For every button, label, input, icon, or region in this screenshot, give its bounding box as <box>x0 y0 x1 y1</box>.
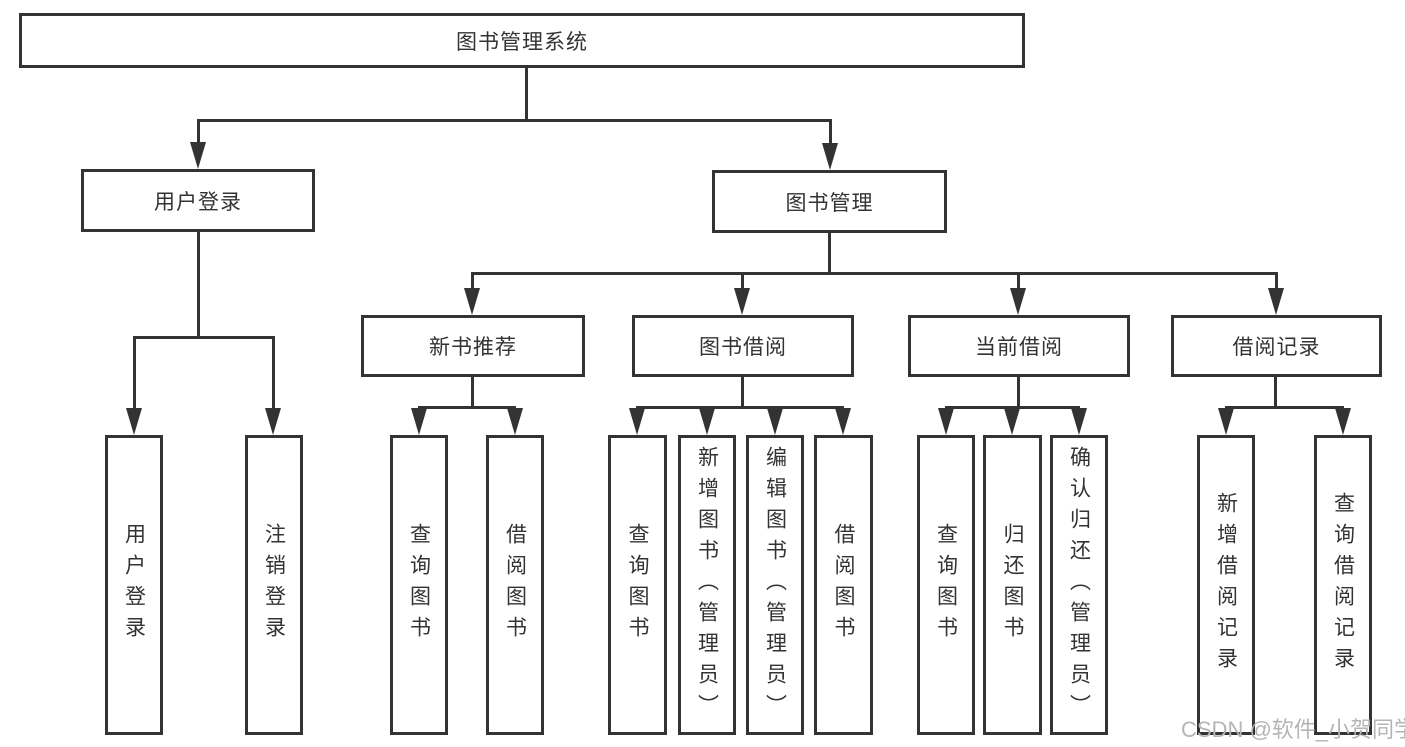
node-label: 图书管理系统 <box>456 30 588 54</box>
connector-arm <box>1017 272 1020 292</box>
arrow-down-icon <box>1010 288 1026 315</box>
node-label: 图书管理 <box>785 191 874 215</box>
arrow-down-icon <box>464 288 480 315</box>
leaf-query-books-borrowing: 查询图书 <box>608 435 667 735</box>
node-label: 查询图书 <box>407 523 431 647</box>
leaf-borrow-books: 借阅图书 <box>814 435 873 735</box>
connector-stem <box>525 68 528 121</box>
arrow-down-icon <box>822 143 838 170</box>
arrow-down-icon <box>734 288 750 315</box>
connector-arm <box>471 272 474 292</box>
arrow-down-icon <box>411 408 427 435</box>
leaf-add-books-admin: 新增图书（管理员） <box>678 435 736 735</box>
arrow-down-icon <box>265 408 281 435</box>
leaf-add-borrow-record: 新增借阅记录 <box>1197 435 1255 735</box>
arrow-down-icon <box>1071 408 1087 435</box>
node-label: 新书推荐 <box>429 336 517 359</box>
connector-rail <box>133 336 275 339</box>
node-label: 查询图书 <box>626 523 650 647</box>
node-label: 用户登录 <box>122 523 146 647</box>
node-new-book-recommendation: 新书推荐 <box>361 315 585 377</box>
arrow-down-icon <box>938 408 954 435</box>
node-label: 新增图书（管理员） <box>695 445 719 725</box>
leaf-logout: 注销登录 <box>245 435 303 735</box>
node-label: 注销登录 <box>262 523 286 647</box>
node-label: 当前借阅 <box>975 336 1063 359</box>
arrow-down-icon <box>699 408 715 435</box>
arrow-down-icon <box>835 408 851 435</box>
leaf-query-books-recommend: 查询图书 <box>390 435 448 735</box>
arrow-down-icon <box>1004 408 1020 435</box>
arrow-down-icon <box>507 408 523 435</box>
node-label: 确认归还（管理员） <box>1067 445 1091 725</box>
connector-arm <box>272 336 275 412</box>
connector-arm <box>197 119 200 147</box>
node-label: 查询图书 <box>934 523 958 647</box>
node-user-login: 用户登录 <box>81 169 315 232</box>
arrow-down-icon <box>1268 288 1284 315</box>
leaf-return-books: 归还图书 <box>983 435 1042 735</box>
connector-arm <box>829 119 832 147</box>
connector-rail <box>471 272 1278 275</box>
node-label: 归还图书 <box>1001 523 1025 647</box>
node-label: 借阅记录 <box>1232 336 1321 359</box>
node-label: 图书借阅 <box>699 336 787 359</box>
node-label: 用户登录 <box>154 190 242 214</box>
connector-stem <box>197 232 200 339</box>
leaf-borrow-books-recommend: 借阅图书 <box>486 435 544 735</box>
connector-stem <box>1274 377 1277 409</box>
node-book-borrowing: 图书借阅 <box>632 315 854 377</box>
node-label: 编辑图书（管理员） <box>763 445 787 725</box>
arrow-down-icon <box>126 408 142 435</box>
csdn-watermark: CSDN @软件_小贺同学 <box>1181 717 1405 742</box>
connector-stem <box>828 233 831 275</box>
arrow-down-icon <box>767 408 783 435</box>
arrow-down-icon <box>629 408 645 435</box>
node-label: 查询借阅记录 <box>1331 492 1355 678</box>
leaf-query-books-current: 查询图书 <box>917 435 975 735</box>
connector-rail <box>945 406 1080 409</box>
node-borrowing-records: 借阅记录 <box>1171 315 1382 377</box>
node-root-library-management-system: 图书管理系统 <box>19 13 1025 68</box>
leaf-user-login: 用户登录 <box>105 435 163 735</box>
connector-stem <box>471 377 474 409</box>
connector-rail <box>636 406 844 409</box>
leaf-confirm-return-admin: 确认归还（管理员） <box>1050 435 1108 735</box>
arrow-down-icon <box>1335 408 1351 435</box>
node-label: 借阅图书 <box>832 523 856 647</box>
connector-stem <box>1017 377 1020 409</box>
node-label: 借阅图书 <box>503 523 527 647</box>
node-book-management: 图书管理 <box>712 170 947 233</box>
arrow-down-icon <box>190 142 206 169</box>
connector-rail <box>418 406 516 409</box>
node-current-borrowing: 当前借阅 <box>908 315 1130 377</box>
connector-rail <box>1225 406 1344 409</box>
node-label: 新增借阅记录 <box>1214 492 1238 678</box>
connector-arm <box>741 272 744 292</box>
connector-arm <box>1275 272 1278 292</box>
leaf-edit-books-admin: 编辑图书（管理员） <box>746 435 804 735</box>
connector-stem <box>741 377 744 409</box>
leaf-query-borrow-record: 查询借阅记录 <box>1314 435 1372 735</box>
connector-arm <box>133 336 136 412</box>
arrow-down-icon <box>1218 408 1234 435</box>
connector-rail <box>197 119 832 122</box>
